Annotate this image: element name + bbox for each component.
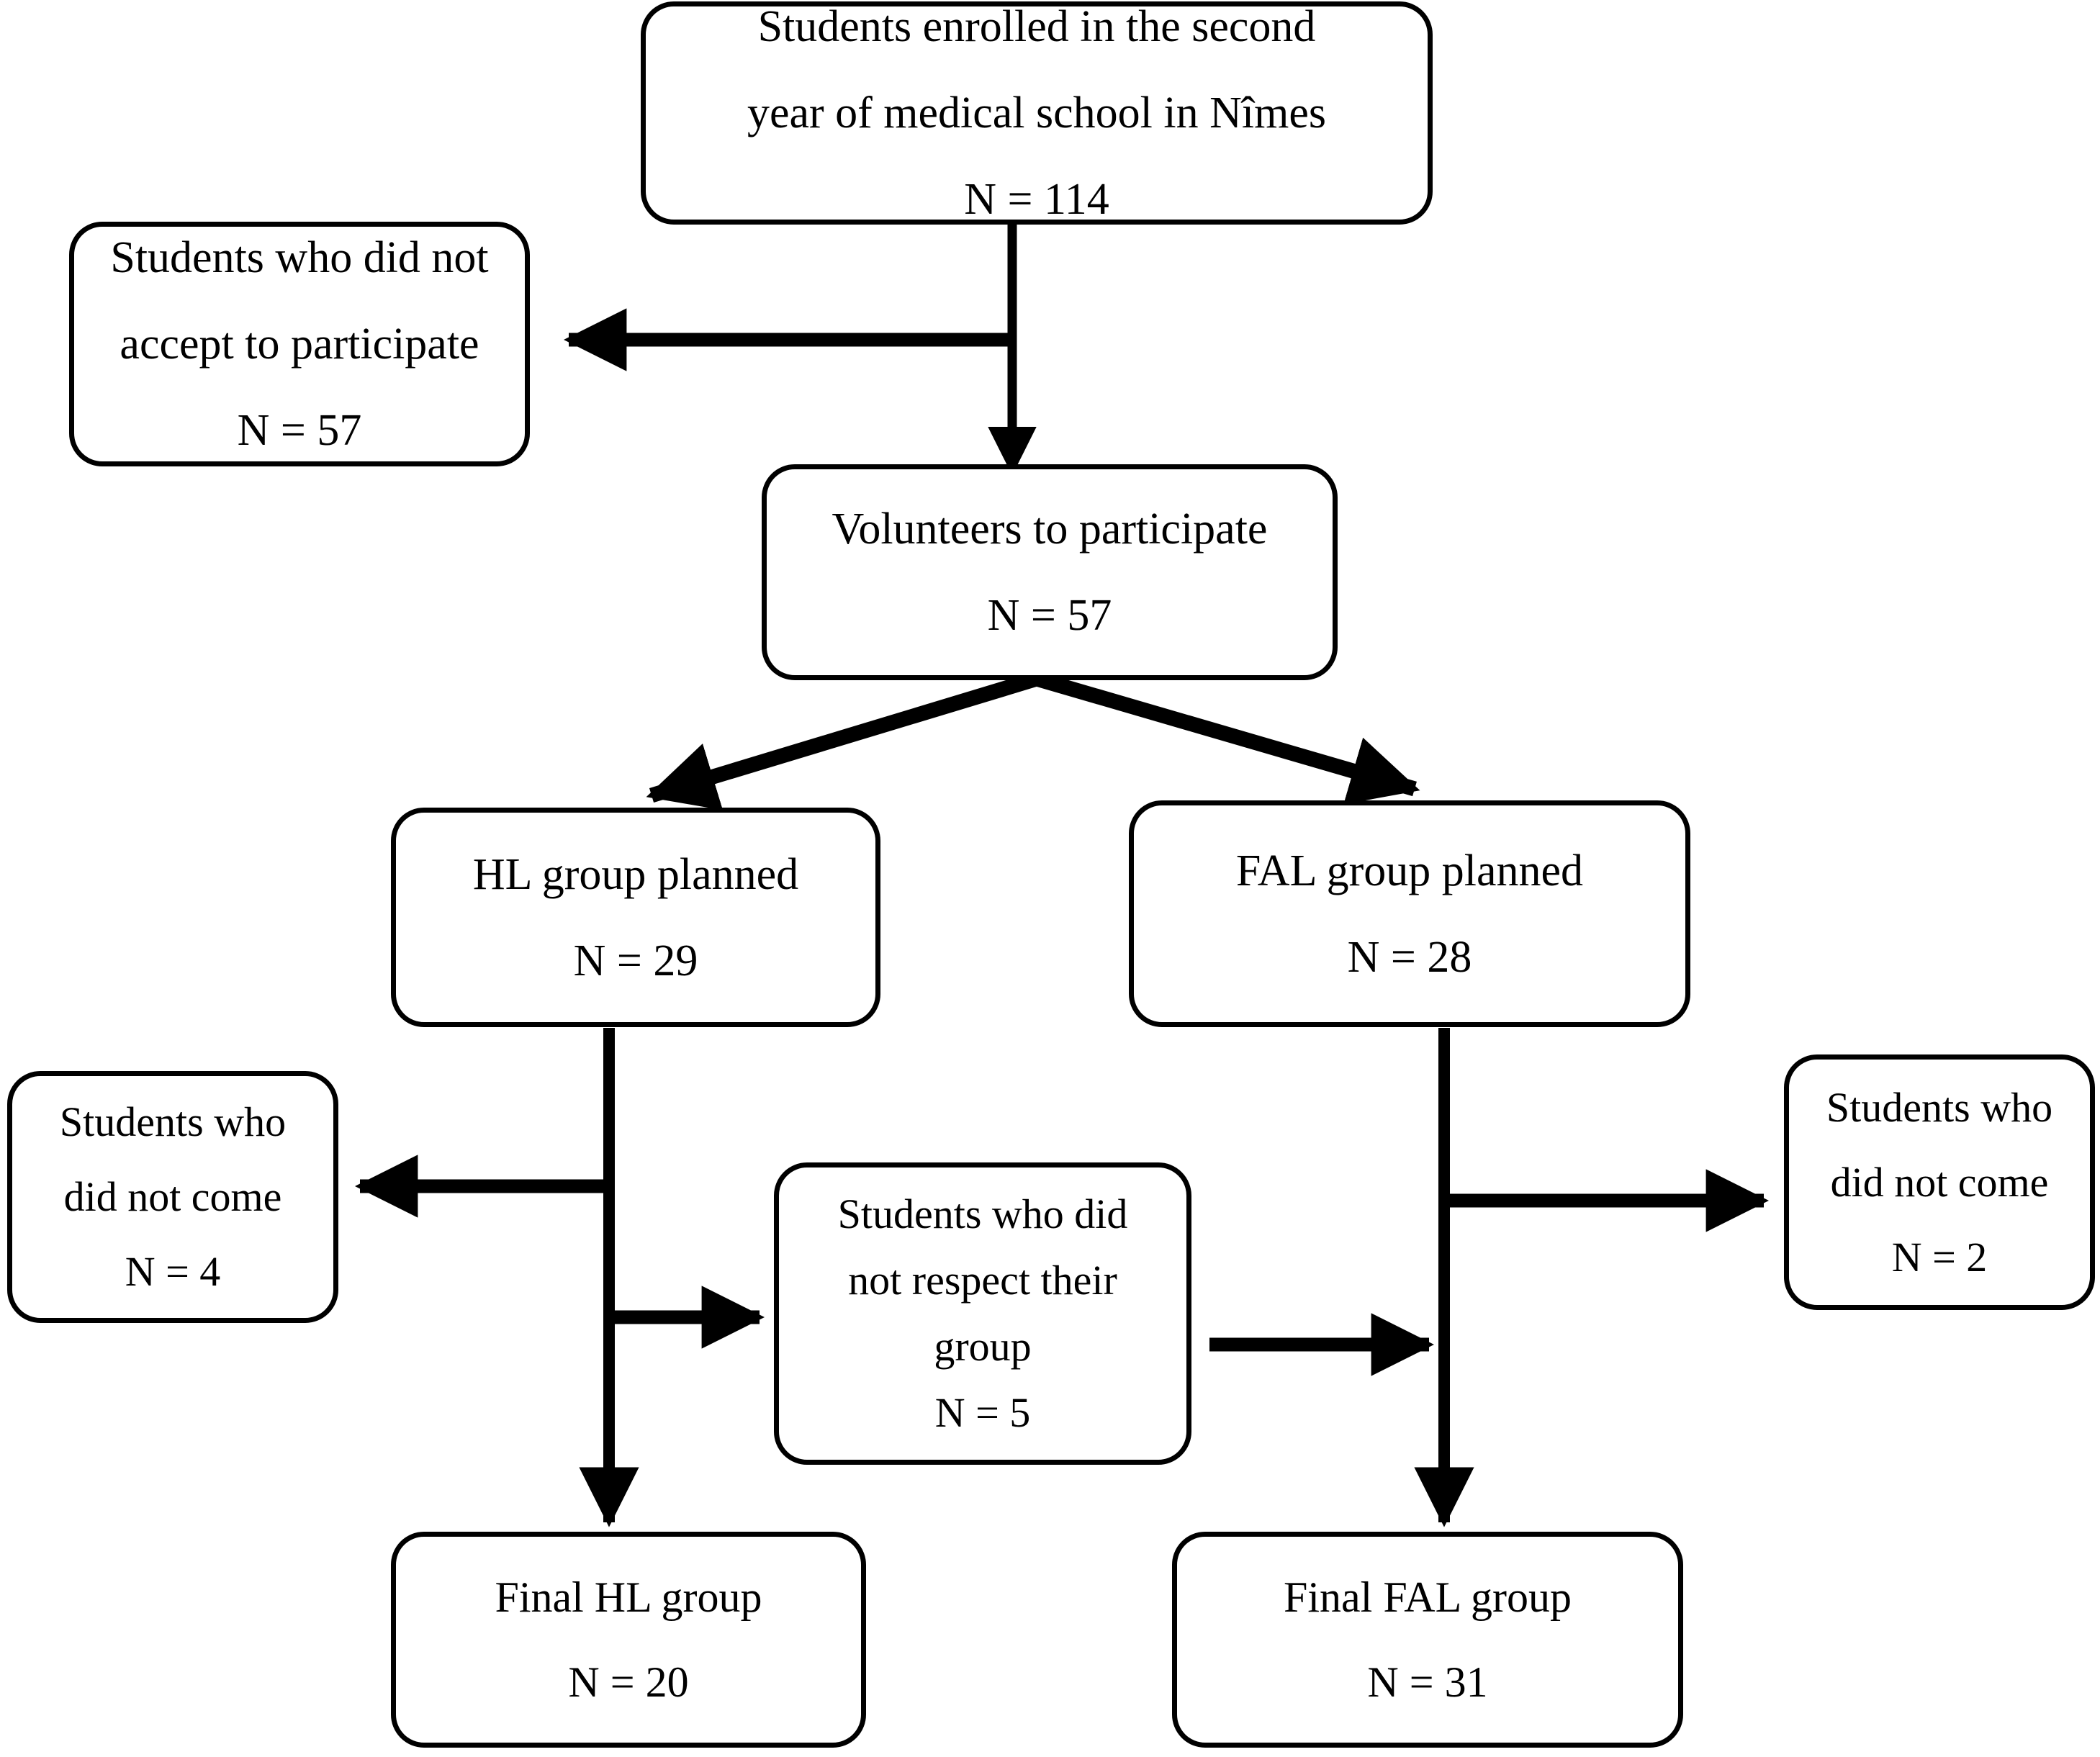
- edge-volunteers-to-hl: [646, 671, 1040, 810]
- node-students-enrolled[interactable]: Students enrolled in the second year of …: [641, 1, 1433, 225]
- node-no-respect-line1: Students who did: [837, 1191, 1128, 1237]
- node-fal-no-come-line2: did not come: [1830, 1158, 2049, 1206]
- node-fal-group-planned[interactable]: FAL group planned N = 28: [1129, 800, 1690, 1027]
- node-hl-group-planned[interactable]: HL group planned N = 29: [391, 808, 880, 1027]
- node-volunteers-line1: Volunteers to participate: [832, 505, 1268, 554]
- node-final-fal-group[interactable]: Final FAL group N = 31: [1172, 1532, 1683, 1748]
- node-hl-final-count: N = 20: [568, 1658, 689, 1706]
- node-hl-no-come-line1: Students who: [59, 1098, 287, 1145]
- node-volunteers-count: N = 57: [987, 591, 1112, 640]
- node-hl-students-did-not-come[interactable]: Students who did not come N = 4: [7, 1071, 338, 1323]
- node-students-not-accept[interactable]: Students who did not accept to participa…: [69, 222, 530, 466]
- node-volunteers[interactable]: Volunteers to participate N = 57: [762, 464, 1338, 680]
- node-fal-no-come-count: N = 2: [1891, 1233, 1988, 1281]
- node-hl-no-come-line2: did not come: [63, 1173, 282, 1220]
- node-not-accept-line1: Students who did not: [110, 233, 489, 282]
- edge-volunteers-to-fal: [1035, 671, 1420, 805]
- node-hl-final-line1: Final HL group: [495, 1573, 762, 1621]
- node-hl-planned-line1: HL group planned: [472, 849, 799, 899]
- node-fal-planned-count: N = 28: [1347, 932, 1472, 982]
- node-fal-no-come-line1: Students who: [1826, 1083, 2053, 1131]
- node-fal-final-count: N = 31: [1367, 1658, 1488, 1706]
- node-no-respect-line2: not respect their: [848, 1257, 1117, 1304]
- node-enrolled-line2: year of medical school in Nîmes: [747, 89, 1327, 137]
- node-fal-final-line1: Final FAL group: [1284, 1573, 1572, 1621]
- node-not-accept-count: N = 57: [237, 406, 362, 455]
- node-no-respect-line3: group: [934, 1323, 1032, 1370]
- node-enrolled-line1: Students enrolled in the second: [757, 2, 1316, 51]
- node-hl-no-come-count: N = 4: [125, 1248, 221, 1295]
- node-hl-planned-count: N = 29: [573, 936, 698, 985]
- node-students-did-not-respect-group[interactable]: Students who did not respect their group…: [774, 1162, 1191, 1465]
- node-no-respect-count: N = 5: [934, 1389, 1031, 1436]
- node-enrolled-count: N = 114: [964, 175, 1109, 224]
- node-not-accept-line2: accept to participate: [120, 320, 479, 369]
- node-fal-students-did-not-come[interactable]: Students who did not come N = 2: [1784, 1054, 2095, 1310]
- node-fal-planned-line1: FAL group planned: [1235, 846, 1584, 895]
- node-final-hl-group[interactable]: Final HL group N = 20: [391, 1532, 866, 1748]
